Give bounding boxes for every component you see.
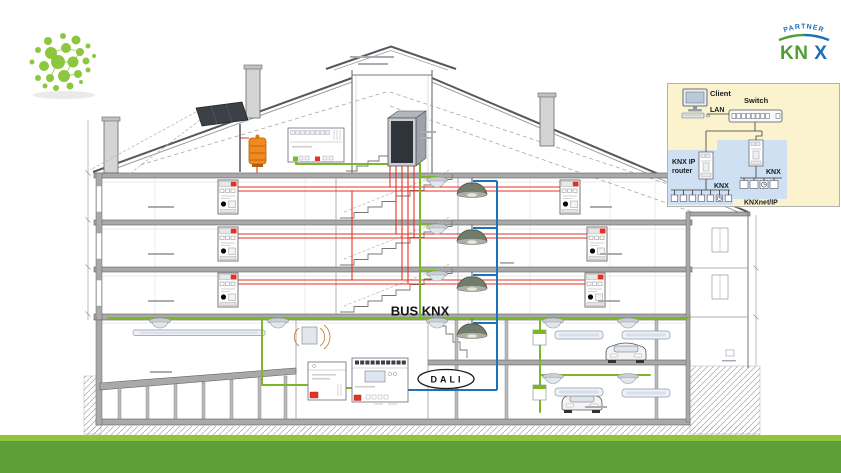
power-supply-module	[307, 361, 347, 401]
garage-ramp	[99, 367, 297, 420]
client-label: Client	[710, 89, 731, 98]
outer-walls	[95, 172, 749, 426]
knxnet-panel	[717, 140, 787, 199]
attic-knx-module	[287, 127, 345, 163]
switch-label: Switch	[744, 96, 769, 105]
rack-cabinet	[387, 110, 427, 167]
logo-dots	[29, 33, 96, 91]
partner-label: PARTNER	[783, 23, 825, 34]
wireless-module	[293, 324, 331, 350]
switch-icon	[728, 109, 783, 123]
knx-line-devices	[217, 179, 608, 308]
chimney	[101, 64, 557, 174]
footer-bar	[0, 441, 841, 473]
dali-logo-text: DALI	[431, 375, 464, 385]
dali-logo: DALI	[417, 368, 475, 390]
roof	[92, 45, 749, 216]
knx-partner-logo: PARTNER KN X	[778, 23, 830, 64]
bus-knx-label: BUS KNX	[391, 304, 450, 319]
knx-bus-row-left	[670, 179, 733, 202]
footer-stripe	[0, 435, 841, 441]
car	[605, 342, 647, 364]
knxnet-label: KNXnet/IP	[744, 200, 778, 207]
floor-slabs	[93, 172, 751, 426]
logo-shadow	[33, 91, 95, 99]
knx-ip-router-icon	[698, 151, 714, 180]
dali-wiring	[408, 180, 498, 391]
wall-knx-boxes	[532, 329, 547, 401]
router-label-2: router	[672, 168, 693, 175]
sphere-logo	[29, 33, 96, 99]
inset-connections	[705, 113, 763, 152]
micro-annotations	[148, 56, 736, 408]
client-computer-icon	[681, 88, 711, 119]
fluorescent-lights	[132, 329, 671, 398]
knx-wordmark: KN X	[780, 43, 827, 64]
knx-bus-row-right	[739, 166, 782, 189]
dali-gateway-module	[351, 357, 409, 403]
solar-sensor	[89, 101, 249, 176]
lan-label: LAN	[710, 107, 724, 114]
router-label-1: KNX IP	[672, 159, 696, 166]
knx-label-right: KNX	[766, 169, 781, 176]
knx-label-left: KNX	[714, 183, 729, 190]
logo-swoosh	[778, 33, 830, 42]
knx-interface-icon	[748, 139, 764, 167]
interior-walls	[154, 178, 656, 314]
dimension-lines	[85, 120, 759, 365]
network-topology-inset: Client LAN Switch KNX IP router KNX KNX …	[667, 83, 840, 207]
ground-hatch	[83, 365, 761, 435]
outdoor-lantern	[248, 134, 267, 167]
svg-text:PARTNER: PARTNER	[783, 23, 826, 34]
